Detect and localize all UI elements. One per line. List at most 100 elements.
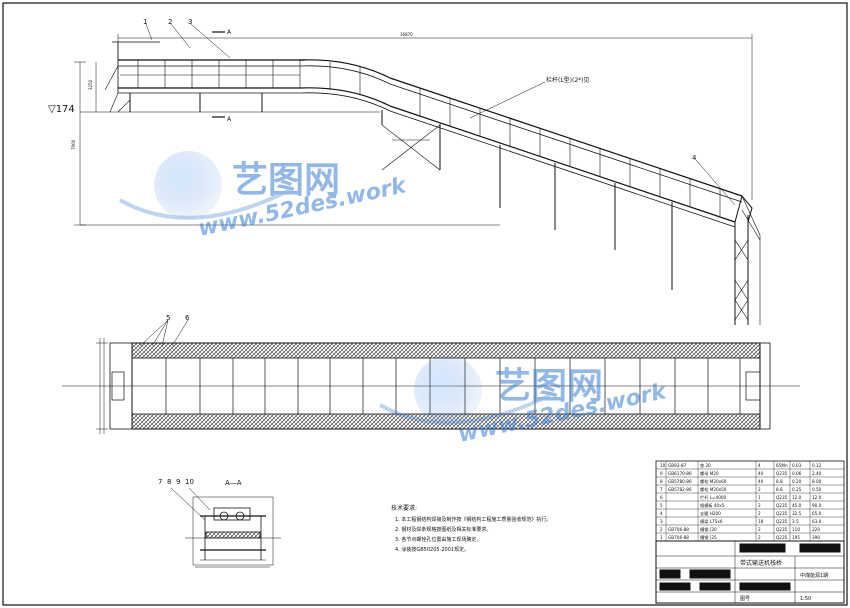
- bom-cell-w1: 0.20: [792, 479, 802, 484]
- bom-cell-no: 5: [660, 503, 663, 508]
- callout-6: 6: [185, 314, 190, 322]
- bom-cell-no: 9: [660, 471, 663, 476]
- bom-cell-qty: 2: [758, 503, 761, 508]
- bom-cell-w2: 8.00: [812, 479, 822, 484]
- bom-cell-w1: 110: [792, 527, 800, 532]
- callout-5: 5: [166, 314, 170, 322]
- scale-value: 1:50: [800, 596, 811, 602]
- bom-cell-code: GB5782-86: [668, 487, 692, 492]
- technical-notes: 技术要求: 1. 本工程钢结构焊接及制作按《钢结构工程施工质量验收规范》执行。 …: [391, 504, 551, 553]
- bom-cell-code: GB706-88: [668, 527, 689, 532]
- sheet-label: 图号: [740, 596, 750, 602]
- bom-cell-code: GB6170-86: [668, 471, 692, 476]
- svg-text:3250: 3250: [88, 79, 93, 90]
- bom-cell-name: 螺母 M20: [700, 470, 719, 477]
- callout-8: 8: [167, 478, 171, 486]
- bom-cell-code: GB93-87: [668, 463, 687, 468]
- bom-cell-w2: 12.0: [812, 495, 822, 500]
- bom-cell-no: 7: [660, 487, 663, 492]
- bom-cell-name: 支腿 H200: [700, 510, 721, 517]
- bom-cell-mat: 8.8: [776, 487, 783, 492]
- bom-cell-w2: 65.0: [812, 511, 822, 516]
- callout-1: 1: [143, 18, 147, 26]
- bom-cell-name: 槽钢 [20: [700, 526, 717, 533]
- bom-cell-qty: 40: [758, 471, 764, 476]
- bom-cell-name: 栏杆 L=4000: [700, 494, 727, 501]
- bom-cell-qty: 2: [758, 511, 761, 516]
- bom-cell-name: 垫 20: [700, 462, 711, 468]
- section-marker-top: A: [227, 29, 232, 36]
- drawing-title: 带式输送机栈桥: [740, 559, 782, 567]
- bom-cell-w2: 90.0: [812, 503, 822, 508]
- elevation-view: 16870 7900 3250: [71, 23, 761, 325]
- section-view: [170, 487, 281, 568]
- bom-cell-qty: 1: [758, 495, 761, 500]
- bom-cell-name: 格栅板 40x5: [700, 502, 725, 509]
- notes-line: 2. 钢材及焊条规格按图纸及相关标准要求。: [395, 526, 491, 533]
- watermark-brand: 艺图网: [232, 160, 340, 201]
- section-title: A—A: [225, 479, 242, 487]
- plan-labels: 5 6: [166, 314, 190, 322]
- bom-cell-w2: 0.12: [812, 463, 822, 468]
- bom-cell-qty: 4: [758, 463, 761, 468]
- project-name: 中煤能源1期: [800, 572, 828, 579]
- bom-cell-mat: Q235: [776, 535, 788, 540]
- bom-cell-mat: Q235: [776, 495, 788, 500]
- bom-cell-no: 4: [660, 511, 663, 516]
- section-marker-bottom: A: [227, 116, 232, 123]
- bom-cell-w2: 390: [812, 535, 820, 540]
- bom-cell-no: 1: [660, 535, 663, 540]
- bom-cell-name: 槽钢 [25: [700, 534, 717, 541]
- callout-3: 3: [188, 18, 192, 26]
- elevation-label: ▽174: [48, 104, 75, 115]
- bom-cell-name: 横梁 L75x6: [700, 518, 723, 525]
- bom-cell-no: 10: [660, 463, 666, 468]
- callout-4: 4: [692, 154, 697, 162]
- bom-cell-mat: Q235: [776, 511, 788, 516]
- elevation-labels: 1 2 3 4 A A ▽174 栏杆(L型)(2*)见: [48, 18, 697, 162]
- bom-cell-no: 8: [660, 479, 663, 484]
- bom-cell-no: 2: [660, 527, 663, 532]
- bom-cell-mat: 65Mn: [776, 463, 788, 468]
- title-block: [655, 540, 845, 604]
- bom-cell-w1: 0.06: [792, 471, 802, 476]
- slope-note: 栏杆(L型)(2*)见: [546, 76, 590, 84]
- title-block-text: 带式输送机栈桥 中煤能源1期 1:50 图号: [740, 559, 828, 602]
- bom-cell-qty: 2: [758, 527, 761, 532]
- bom-cell-code: GB5780-86: [668, 479, 692, 484]
- watermark-top: 艺图网 www.52des.work: [119, 151, 410, 242]
- bom-cell-mat: Q235: [776, 503, 788, 508]
- svg-text:16870: 16870: [400, 32, 413, 37]
- callout-10: 10: [185, 478, 194, 486]
- bom-cell-no: 6: [660, 495, 663, 500]
- bom-cell-qty: 40: [758, 479, 764, 484]
- bom-cell-w2: 0.50: [812, 487, 822, 492]
- svg-text:7900: 7900: [71, 139, 76, 150]
- bom-cell-w2: 220: [812, 527, 820, 532]
- bom-cell-qty: 2: [758, 487, 761, 492]
- section-labels: A—A 7 8 9 10: [158, 478, 242, 487]
- notes-line: 4. 涂装按GB50205-2001规定。: [395, 546, 469, 553]
- bom-cell-qty: 18: [758, 519, 764, 524]
- bom-cell-w1: 3.5: [792, 519, 799, 524]
- bom-cell-w1: 0.03: [792, 463, 802, 468]
- bom-cell-qty: 2: [758, 535, 761, 540]
- bom-cell-mat: 8.8: [776, 479, 783, 484]
- bom-cell-w2: 2.40: [812, 471, 822, 476]
- watermark-globe-icon: [154, 151, 222, 219]
- callout-2: 2: [168, 18, 172, 26]
- bom-cell-w1: 0.25: [792, 487, 802, 492]
- bom-cell-mat: Q235: [776, 471, 788, 476]
- bom-cell-w1: 12.0: [792, 495, 802, 500]
- bom-cell-mat: Q235: [776, 527, 788, 532]
- bom-cell-w2: 63.0: [812, 519, 822, 524]
- notes-line: 1. 本工程钢结构焊接及制作按《钢结构工程施工质量验收规范》执行。: [395, 516, 551, 523]
- bom-cell-name: 螺栓 M20x50: [700, 486, 727, 493]
- callout-9: 9: [176, 478, 180, 486]
- bom-cell-code: GB706-88: [668, 535, 689, 540]
- bom-cell-w1: 45.0: [792, 503, 802, 508]
- callout-7: 7: [158, 478, 162, 486]
